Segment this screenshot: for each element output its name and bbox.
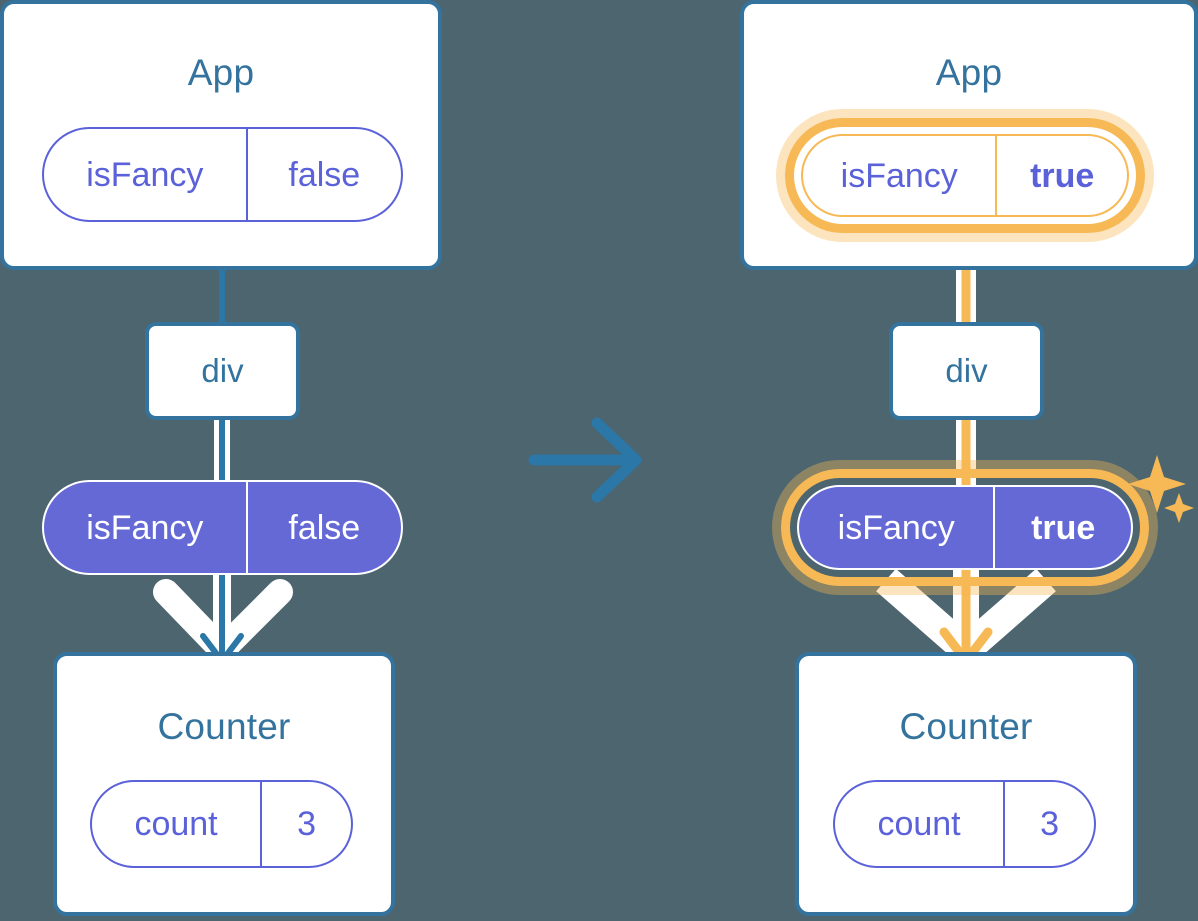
prop-pill-key-before: isFancy xyxy=(86,508,204,547)
app-state-pill-highlight-ring-after xyxy=(785,118,1145,233)
div-node-before: div xyxy=(145,322,300,420)
sparkles-icon-prop xyxy=(1128,455,1194,523)
prop-pill-highlight-ring-after xyxy=(781,469,1149,586)
counter-state-pill-value-before: 3 xyxy=(260,782,351,866)
app-state-pill-value-before: false xyxy=(245,129,401,220)
counter-state-pill-before: count 3 xyxy=(90,780,353,868)
app-state-pill-value-after: true xyxy=(995,136,1127,215)
transition-arrow-right-icon xyxy=(528,417,642,503)
counter-state-pill-value-after: 3 xyxy=(1003,782,1094,866)
counter-state-pill-key-after: count xyxy=(877,805,961,843)
prop-pill-after: isFancy true xyxy=(797,485,1133,570)
app-title-before: App xyxy=(187,52,255,93)
counter-state-pill-key-before: count xyxy=(134,805,218,843)
prop-pill-value-after: true xyxy=(993,487,1131,568)
prop-pill-key-after: isFancy xyxy=(837,508,955,547)
app-state-pill-after: isFancy true xyxy=(801,134,1129,217)
div-node-label-after: div xyxy=(945,352,988,389)
prop-pill-before: isFancy false xyxy=(42,480,403,575)
app-state-pill-key-after: isFancy xyxy=(840,156,958,195)
counter-title-after: Counter xyxy=(899,706,1033,747)
div-node-label-before: div xyxy=(201,352,244,389)
app-state-pill-key-before: isFancy xyxy=(86,155,204,194)
prop-pill-value-before: false xyxy=(245,482,401,573)
counter-state-pill-after: count 3 xyxy=(833,780,1096,868)
div-node-after: div xyxy=(889,322,1044,420)
app-state-pill-before: isFancy false xyxy=(42,127,403,222)
app-title-after: App xyxy=(935,52,1003,93)
counter-title-before: Counter xyxy=(157,706,291,747)
